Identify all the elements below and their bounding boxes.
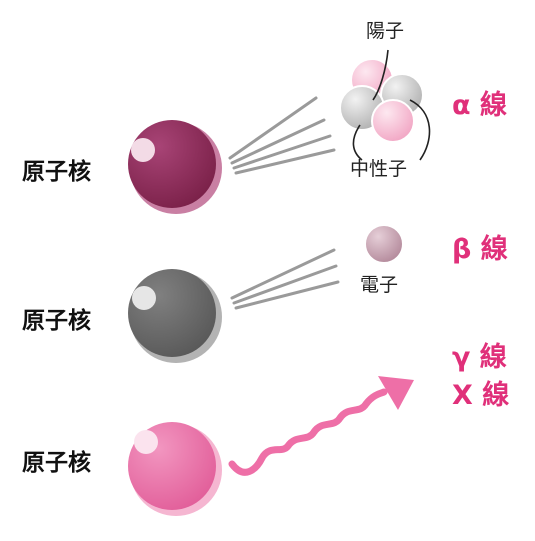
alpha-ray-label: α 線 xyxy=(452,90,507,121)
gamma-wave-arrowhead xyxy=(378,376,414,410)
nucleus-alpha xyxy=(128,120,222,214)
nucleus-label-gamma: 原子核 xyxy=(22,450,91,476)
gamma-ray-label: γ 線 xyxy=(452,342,507,373)
electron-particle xyxy=(364,224,404,264)
electron-ball xyxy=(364,224,404,264)
nucleus-gamma xyxy=(128,422,222,516)
nucleus-label-beta: 原子核 xyxy=(22,308,91,334)
gamma-wave-path xyxy=(228,388,388,476)
neutron-callout-right xyxy=(409,99,431,161)
nucleus-beta xyxy=(128,269,222,363)
nucleus-label-alpha: 原子核 xyxy=(22,159,91,185)
nucleus-alpha-highlight xyxy=(131,138,155,162)
beta-ray-lines xyxy=(230,248,340,310)
x-ray-label: X 線 xyxy=(452,380,510,411)
neutron-callout-left xyxy=(352,124,363,161)
beta-ray-label: β 線 xyxy=(452,234,508,265)
alpha-ray-lines xyxy=(228,96,336,175)
nucleus-beta-highlight xyxy=(132,286,156,310)
proton-callout xyxy=(372,49,389,101)
electron-label: 電子 xyxy=(360,274,399,296)
neutron-label: 中性子 xyxy=(350,158,408,180)
nucleus-alpha-ball xyxy=(128,120,216,208)
alpha-particle xyxy=(339,49,431,161)
gamma-wave xyxy=(228,376,414,476)
proton-ball xyxy=(371,99,415,143)
proton-label: 陽子 xyxy=(366,20,405,42)
nucleus-beta-ball xyxy=(128,269,216,357)
nucleus-gamma-highlight xyxy=(134,430,158,454)
